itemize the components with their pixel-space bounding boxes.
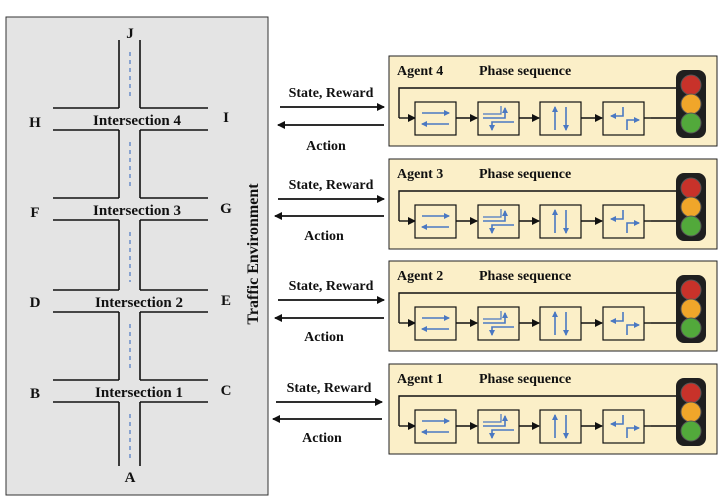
agent-name: Agent 3 bbox=[397, 167, 443, 182]
agent-name: Agent 4 bbox=[397, 64, 443, 79]
node-label-d: D bbox=[30, 295, 41, 311]
agent-2-panel: Agent 2 Phase sequence bbox=[389, 261, 717, 351]
node-label-f: F bbox=[30, 205, 39, 221]
intersection-4-label: Intersection 4 bbox=[93, 113, 181, 129]
link-agent-3: State, Reward Action bbox=[274, 178, 385, 244]
intersection-1-label: Intersection 1 bbox=[95, 385, 183, 401]
phase-sequence-label: Phase sequence bbox=[479, 269, 571, 284]
action-label: Action bbox=[304, 229, 344, 244]
state-reward-label: State, Reward bbox=[289, 279, 374, 294]
state-reward-label: State, Reward bbox=[289, 178, 374, 193]
link-agent-4: State, Reward Action bbox=[277, 86, 385, 154]
agent-name: Agent 2 bbox=[397, 269, 443, 284]
node-label-c: C bbox=[221, 383, 232, 399]
node-label-g: G bbox=[220, 201, 232, 217]
road-network bbox=[53, 40, 208, 466]
action-label: Action bbox=[306, 139, 346, 154]
node-label-e: E bbox=[221, 293, 231, 309]
environment-title: Traffic Environment bbox=[245, 183, 262, 325]
phase-sequence-label: Phase sequence bbox=[479, 167, 571, 182]
traffic-environment-panel bbox=[5, 16, 269, 496]
node-label-a: A bbox=[125, 470, 136, 486]
node-label-h: H bbox=[29, 115, 41, 131]
action-label: Action bbox=[302, 431, 342, 446]
phase-sequence-label: Phase sequence bbox=[479, 64, 571, 79]
agent-1-panel: Agent 1 Phase sequence bbox=[389, 364, 717, 454]
link-agent-1: State, Reward Action bbox=[272, 381, 383, 446]
link-agent-2: State, Reward Action bbox=[274, 279, 385, 345]
node-label-j: J bbox=[126, 26, 134, 42]
node-label-i: I bbox=[223, 110, 229, 126]
intersection-2-label: Intersection 2 bbox=[95, 295, 183, 311]
action-label: Action bbox=[304, 330, 344, 345]
agent-3-panel: Agent 3 Phase sequence bbox=[389, 159, 717, 249]
agent-name: Agent 1 bbox=[397, 372, 443, 387]
state-reward-label: State, Reward bbox=[287, 381, 372, 396]
intersection-3-label: Intersection 3 bbox=[93, 203, 181, 219]
node-label-b: B bbox=[30, 386, 40, 402]
phase-sequence-label: Phase sequence bbox=[479, 372, 571, 387]
state-reward-label: State, Reward bbox=[289, 86, 374, 101]
agent-4-panel: Agent 4 Phase sequence bbox=[389, 56, 717, 146]
